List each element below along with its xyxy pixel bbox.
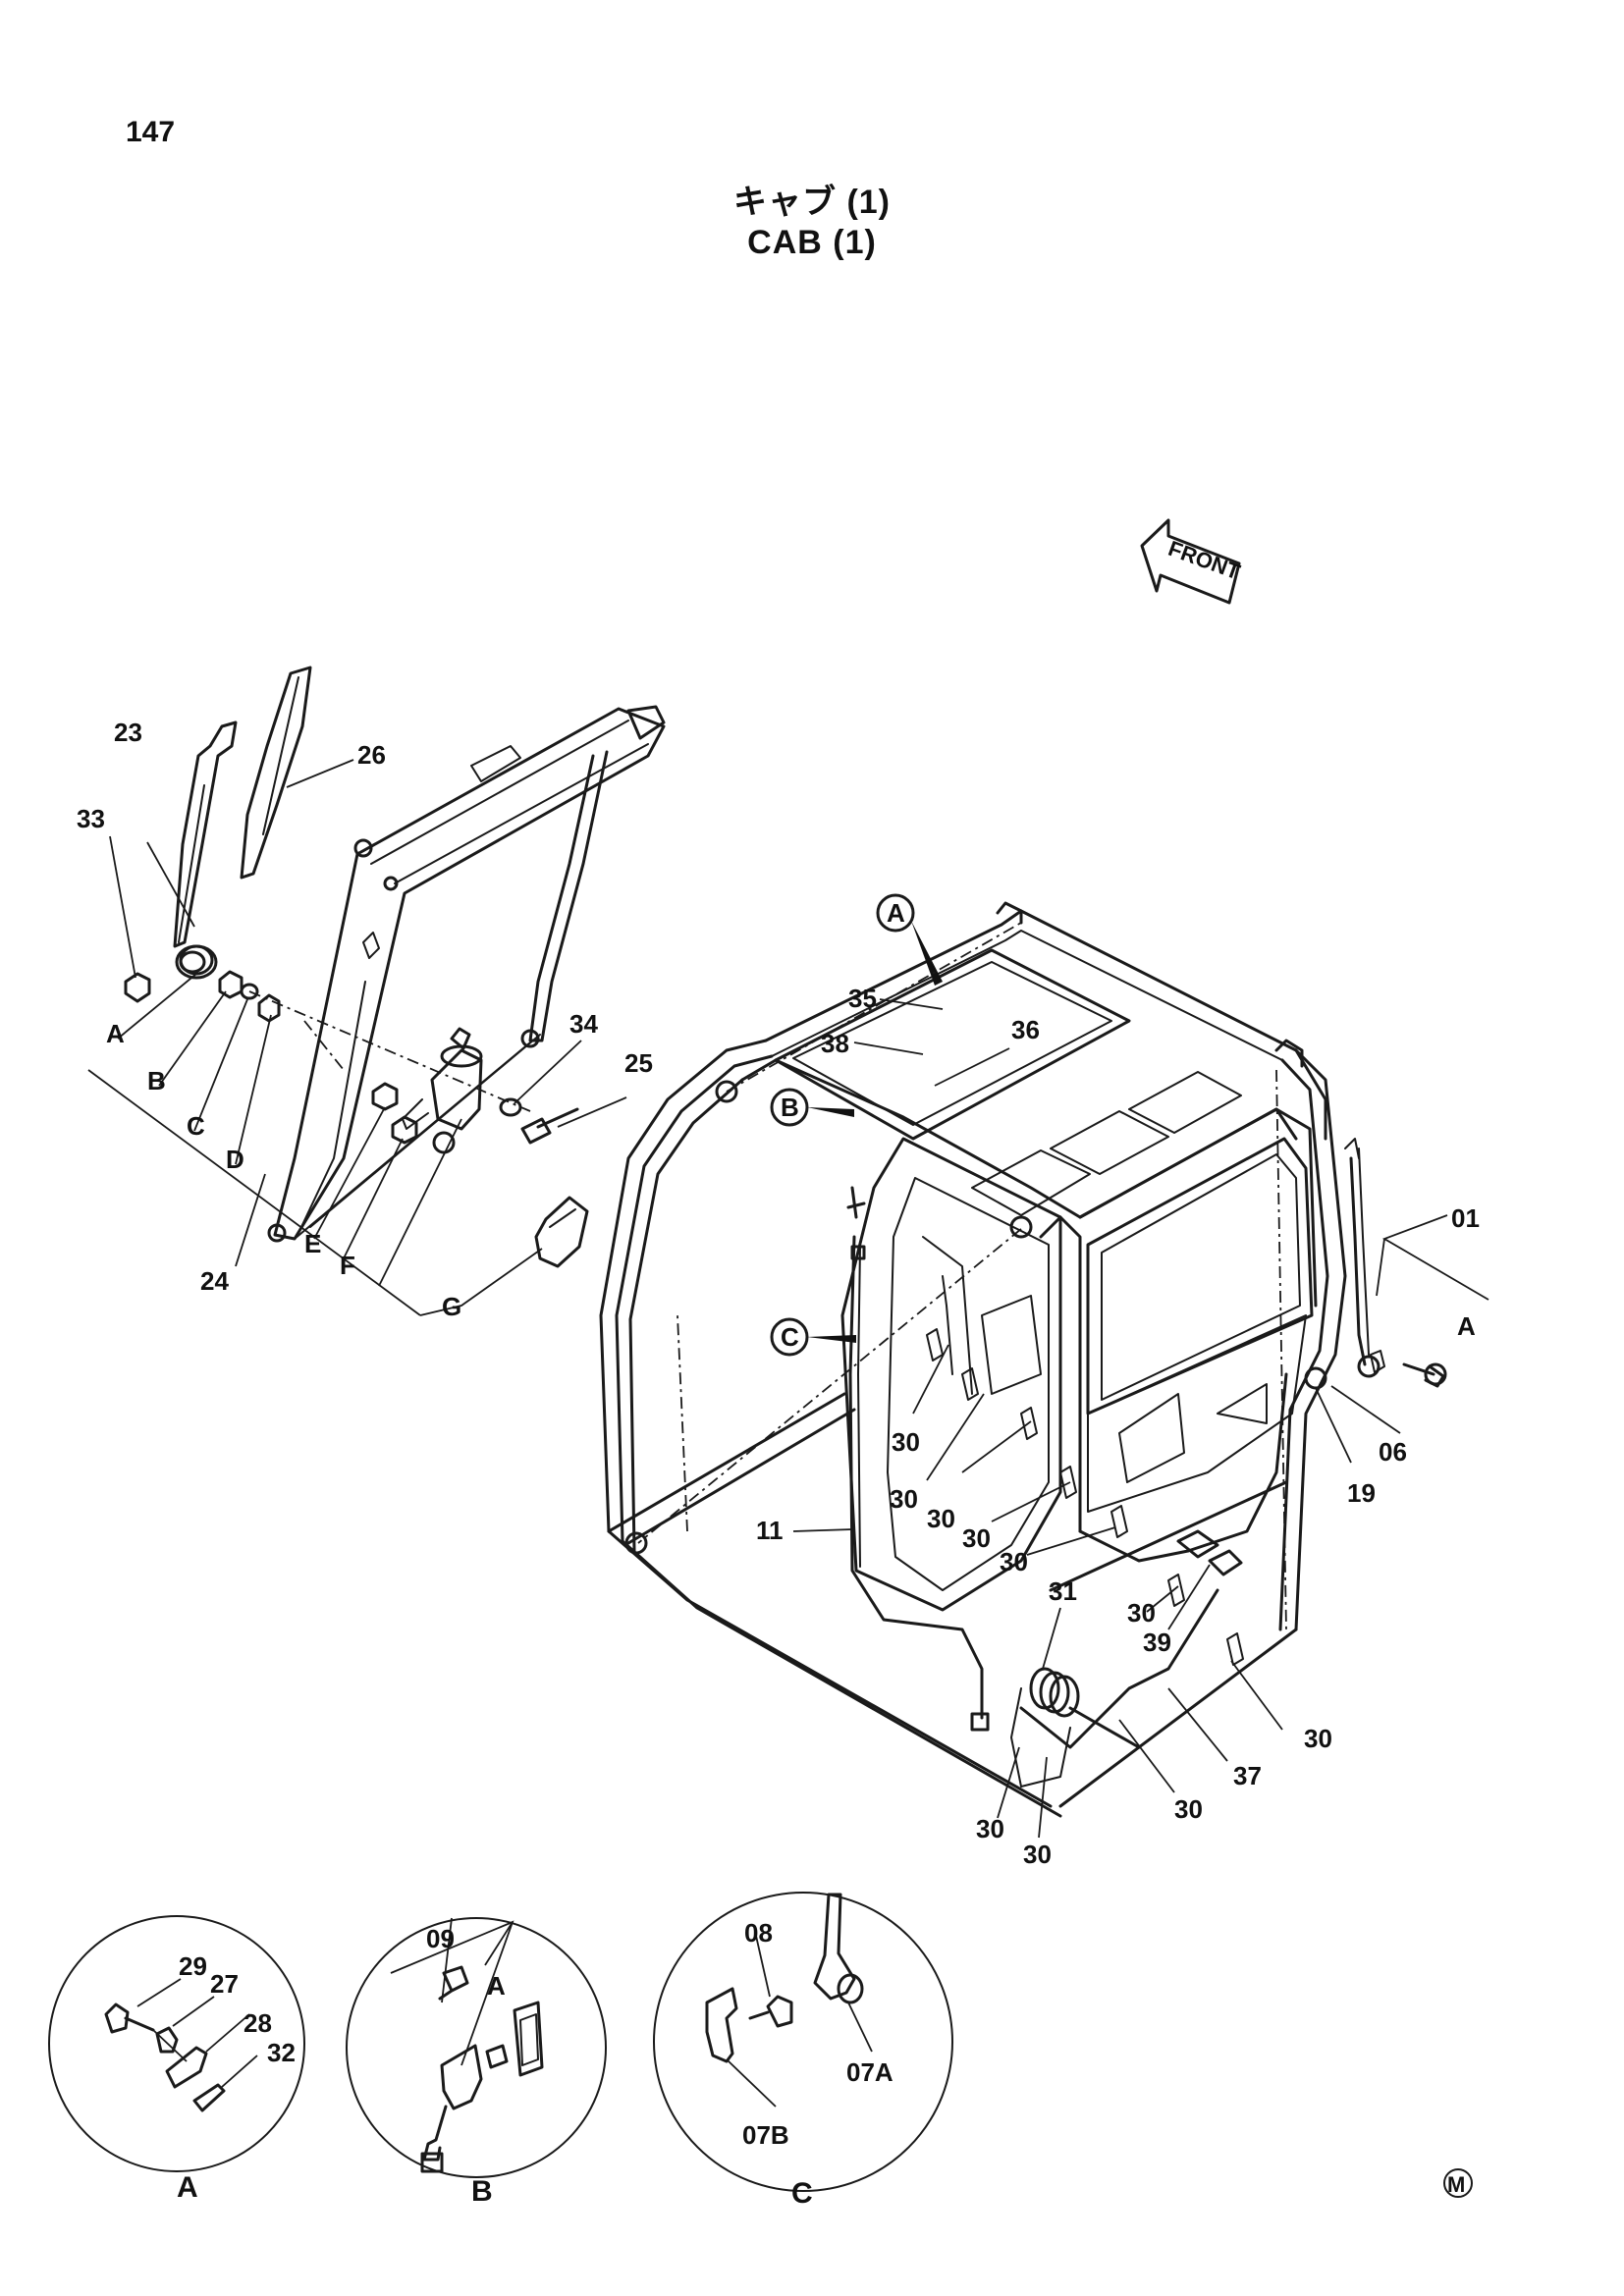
cushion-b [513,2001,544,2077]
label-19: 19 [1347,1478,1376,1508]
label-30-j: 30 [1023,1840,1052,1869]
callout-circle-a [876,893,915,933]
harness-clips-30 [926,1328,1244,1666]
label-31: 31 [1049,1576,1077,1606]
label-35: 35 [848,984,877,1013]
wire-harness-37 [1019,1588,1219,1749]
motor-cover-g [534,1196,589,1268]
label-38: 38 [821,1029,849,1058]
detail-view-b [346,1917,607,2178]
callout-label-b: B [781,1093,799,1122]
label-39: 39 [1143,1628,1171,1657]
detail-view-a [48,1915,305,2172]
detail-b-label-09: 09 [426,1924,455,1953]
nut-f [391,1115,418,1145]
detail-a-label-28: 28 [244,2008,272,2038]
part-labels: 23 26 33 A B C D E F G 24 34 25 35 38 36… [77,718,1480,2210]
label-01: 01 [1451,1203,1480,1233]
label-30-i: 30 [976,1814,1004,1843]
diagram-title-english: CAB (1) [747,224,877,261]
roof-window [774,948,1131,1141]
label-34: 34 [569,1009,598,1039]
label-g: G [442,1292,461,1321]
detail-c-caption: C [791,2177,813,2210]
label-d: D [226,1145,244,1174]
label-e: E [304,1229,321,1258]
detail-b-label-a: A [487,1971,506,2001]
detail-a-caption: A [177,2171,198,2204]
detail-a-label-32: 32 [267,2038,296,2067]
cab-frame [599,893,1447,1818]
cab-leader-lines [792,998,1489,1839]
label-30-g: 30 [1304,1724,1332,1753]
nut-b [218,970,244,999]
diagram-title-japanese: キャブ (1) [733,184,891,221]
nut-e [371,1082,399,1111]
wiper-assembly [124,666,666,1268]
part-group-bracket [87,759,627,1316]
label-26: 26 [357,740,386,770]
label-33: 33 [77,804,105,833]
label-30-e: 30 [1000,1547,1028,1576]
label-36: 36 [1011,1015,1040,1044]
detail-a-label-29: 29 [179,1951,207,1981]
label-30-c: 30 [927,1504,955,1533]
plate-28 [165,2046,208,2089]
wiper-arm [173,721,238,948]
label-f: F [340,1251,355,1280]
manufacturer-logo: M [1443,2168,1473,2198]
hinge-07a [813,1893,856,2001]
label-37: 37 [1233,1761,1262,1790]
detail-a-label-27: 27 [210,1969,239,1999]
label-24: 24 [200,1266,229,1296]
label-23: 23 [114,718,142,747]
detail-c-label-07a: 07A [846,2057,893,2087]
label-25: 25 [624,1048,653,1078]
label-06: 06 [1379,1437,1407,1467]
bracket-b [440,2044,483,2110]
label-11: 11 [756,1516,784,1545]
label-30-a: 30 [892,1427,920,1457]
detail-view-c [653,1892,953,2192]
label-a: A [106,1019,125,1048]
coil-31 [1010,1667,1141,1788]
logo-mark: M [1447,2172,1465,2197]
label-30-h: 30 [1174,1794,1203,1824]
callout-label-a: A [887,898,905,928]
front-arrow-icon: FRONT [1140,518,1244,605]
detail-c-label-08: 08 [744,1918,773,1948]
wiper-blade [240,666,312,880]
bolt-25 [520,1107,579,1145]
front-window [1086,1137,1314,1415]
cap-a [179,944,214,976]
bolt-08 [748,1995,793,2028]
nut-d [257,993,281,1023]
label-c: C [187,1111,205,1141]
connector-39 [1176,1529,1243,1576]
nut-33 [124,972,151,1003]
page-number: 147 [126,116,176,148]
wire-harness-11 [848,1235,984,1720]
label-30-f: 30 [1127,1598,1156,1628]
callout-label-c: C [781,1322,799,1352]
detail-b-caption: B [471,2175,493,2208]
detail-c-label-07b: 07B [742,2120,789,2150]
label-30-b: 30 [890,1484,918,1514]
bracket-07b [705,1987,738,2063]
washer-c [240,983,259,1000]
cab-door [840,1137,1062,1612]
clip-32 [192,2083,226,2112]
mirror-stay-01 [1349,1156,1367,1366]
label-b: B [147,1066,166,1095]
label-30-d: 30 [962,1523,991,1553]
label-a-right: A [1457,1311,1476,1341]
wiper-motor [430,1048,483,1131]
wiper-frame [273,707,666,1241]
bolt-29 [104,2002,155,2034]
front-arrow-label: FRONT [1165,536,1244,585]
washer-27 [155,2026,179,2054]
